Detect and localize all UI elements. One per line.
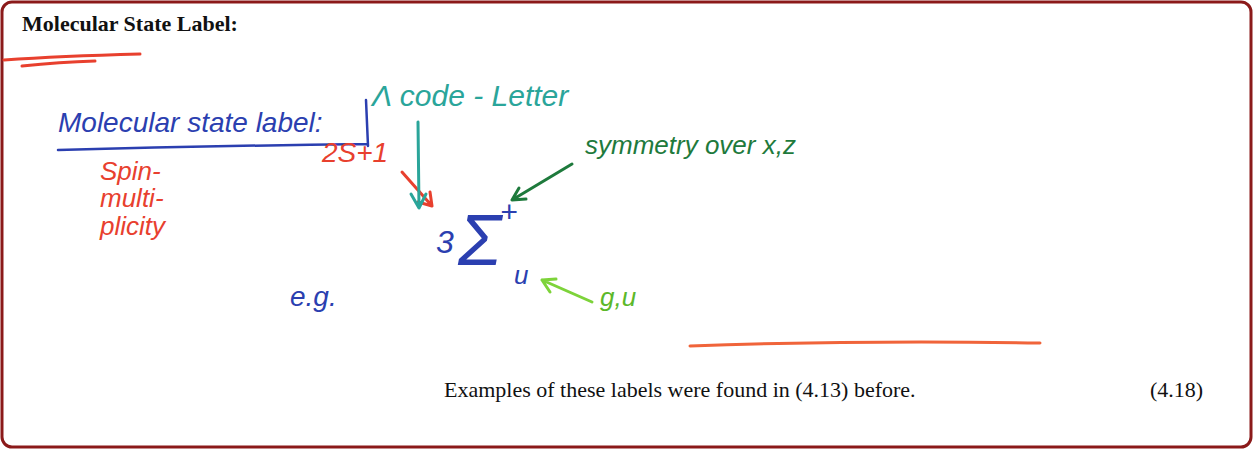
parity-arrow: [542, 279, 592, 302]
multiplicity-note: Spin- multi- plicity: [100, 158, 190, 240]
lambda-note: Λ code - Letter: [372, 80, 568, 112]
caption: Examples of these labels were found in (…: [444, 378, 916, 401]
multiplicity-formula: 2S+1: [322, 138, 388, 167]
spin-arrow: [402, 172, 432, 206]
symmetry-arrow: [512, 164, 572, 200]
underline-bracket: [58, 100, 368, 150]
multiplicity-value: 3: [436, 226, 454, 260]
sigma-letter: Σ: [458, 204, 501, 276]
example-note: e.g.: [290, 282, 337, 311]
symmetry-note: symmetry over x,z: [585, 132, 796, 159]
lambda-arrow: [411, 122, 426, 208]
red-scribble: [4, 54, 140, 66]
equation-number: (4.18): [1150, 378, 1203, 401]
parity-note: g,u: [600, 284, 636, 311]
orange-scribble: [690, 342, 1040, 346]
section-title: Molecular State Label:: [22, 12, 238, 35]
reflection-sign: +: [500, 196, 518, 228]
parity-letter: u: [514, 262, 528, 289]
handwritten-heading: Molecular state label:: [58, 108, 323, 137]
